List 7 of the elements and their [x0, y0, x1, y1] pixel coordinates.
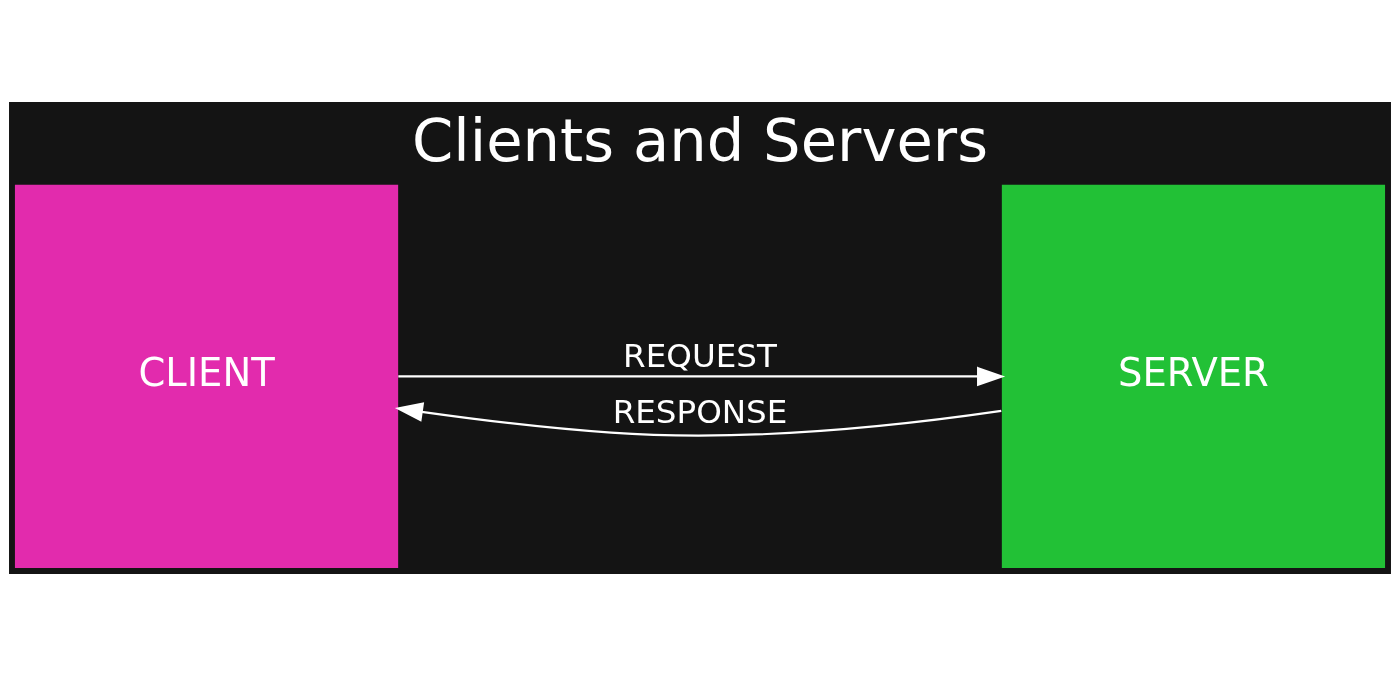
arrow — [398, 366, 1006, 387]
diagram-title: Clients and Servers — [412, 106, 988, 176]
edge-label: RESPONSE — [612, 393, 788, 432]
arrow — [394, 402, 1002, 437]
node-box: SERVER — [1001, 184, 1386, 569]
edge-label: REQUEST — [623, 337, 777, 375]
node-box: CLIENT — [14, 184, 399, 569]
